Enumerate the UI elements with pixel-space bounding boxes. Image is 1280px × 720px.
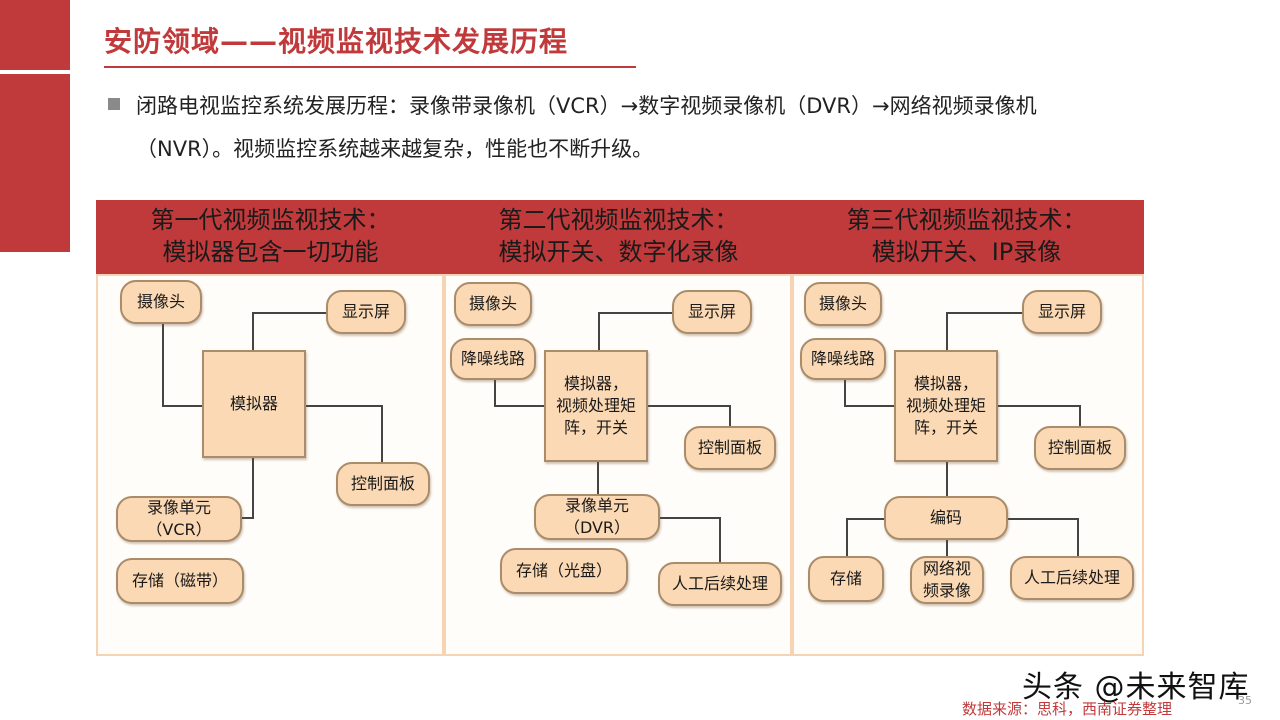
gen1-title: 第一代视频监视技术： 模拟器包含一切功能 (96, 204, 445, 268)
gen3-wire-storage-h (846, 518, 886, 520)
gen2-matrix-line3: 阵，开关 (563, 418, 628, 437)
gen2-wire-display-v (598, 312, 600, 352)
bullet-square-icon (108, 98, 120, 110)
gen3-display-node: 显示屏 (1022, 290, 1102, 334)
gen3-encoder-node: 编码 (884, 496, 1008, 540)
gen3-control-panel-node: 控制面板 (1034, 426, 1126, 470)
gen1-wire-display-h (252, 312, 328, 314)
gen1-simulator-node: 模拟器 (202, 350, 306, 458)
gen3-storage-node: 存储 (808, 556, 884, 602)
gen2-wire-post-v (719, 517, 721, 563)
gen3-wire-encoder-v (946, 462, 948, 496)
gen2-display-node: 显示屏 (672, 290, 752, 334)
gen1-recorder-line2: （VCR） (146, 520, 212, 539)
gen2-manual-processing-node: 人工后续处理 (658, 562, 782, 606)
gen1-recorder-line1: 录像单元 (146, 498, 211, 517)
gen3-matrix-line2: 视频处理矩 (905, 396, 986, 415)
gen3-wire-denoise-h (844, 405, 896, 407)
gen2-matrix-line2: 视频处理矩 (555, 396, 636, 415)
gen2-denoise-node: 降噪线路 (450, 338, 536, 380)
gen1-title-line2: 模拟器包含一切功能 (162, 238, 379, 266)
gen1-wire-recorder-h (240, 517, 254, 519)
gen3-manual-processing-node: 人工后续处理 (1010, 556, 1134, 600)
gen2-recorder-line1: 录像单元 (564, 496, 629, 515)
gen1-wire-control-h (304, 405, 382, 407)
gen3-camera-node: 摄像头 (804, 282, 882, 326)
gen2-title-line1: 第二代视频监视技术： (498, 206, 739, 234)
gen1-recorder-vcr-node: 录像单元 （VCR） (116, 496, 242, 542)
gen2-wire-post-h (658, 517, 720, 519)
gen2-recorder-dvr-node: 录像单元 （DVR） (534, 494, 660, 540)
gen2-recorder-line2: （DVR） (563, 518, 631, 537)
page-title: 安防领域——视频监视技术发展历程 (104, 25, 569, 58)
gen3-matrix-line1: 模拟器， (913, 374, 978, 393)
gen3-wire-post-h (1006, 518, 1078, 520)
gen3-wire-nvr-v (946, 540, 948, 560)
gen1-display-node: 显示屏 (326, 290, 406, 334)
gen2-wire-denoise-h (494, 405, 546, 407)
gen3-wire-denoise-v (844, 376, 846, 406)
gen1-control-panel-node: 控制面板 (336, 462, 430, 506)
gen2-wire-denoise-v (494, 376, 496, 406)
gen3-wire-storage-v (846, 518, 848, 558)
gen3-title: 第三代视频监视技术： 模拟开关、IP录像 (792, 204, 1141, 268)
bullet-text-line-2: （NVR）。视频监控系统越来越复杂，性能也不断升级。 (136, 137, 654, 161)
gen3-matrix-line3: 阵，开关 (913, 418, 978, 437)
source-note: 数据来源：思科，西南证券整理 (962, 700, 1173, 718)
gen1-wire-camera (162, 324, 164, 406)
gen1-wire-control-v (381, 405, 383, 463)
gen3-wire-control-h (996, 405, 1080, 407)
gen2-control-panel-node: 控制面板 (684, 426, 776, 470)
gen2-camera-node: 摄像头 (454, 282, 532, 326)
generation-header-band (96, 200, 1144, 274)
gen3-title-line1: 第三代视频监视技术： (846, 206, 1087, 234)
bullet-text-line-1: 闭路电视监控系统发展历程：录像带录像机（VCR）→数字视频录像机（DVR）→网络… (136, 94, 1037, 118)
gen2-matrix-node: 模拟器， 视频处理矩 阵，开关 (544, 350, 648, 462)
title-underline (104, 66, 636, 68)
gen1-camera-node: 摄像头 (120, 280, 202, 324)
gen3-wire-display-h (946, 312, 1024, 314)
gen2-wire-display-h (598, 312, 674, 314)
gen3-denoise-node: 降噪线路 (800, 338, 886, 380)
gen1-storage-tape-node: 存储（磁带） (116, 558, 244, 604)
watermark-text: 头条 @未来智库 (1022, 670, 1250, 705)
gen3-wire-post-v (1077, 518, 1079, 558)
gen1-wire-display-v (252, 312, 254, 352)
gen2-title-line2: 模拟开关、数字化录像 (498, 238, 739, 266)
gen3-matrix-node: 模拟器， 视频处理矩 阵，开关 (894, 350, 998, 462)
gen3-nvr-node: 网络视 频录像 (910, 556, 984, 604)
gen3-title-line2: 模拟开关、IP录像 (871, 238, 1062, 266)
page-number: 35 (1238, 694, 1252, 707)
gen1-wire-recorder-v (252, 458, 254, 518)
gen3-wire-display-v (946, 312, 948, 352)
gen2-title: 第二代视频监视技术： 模拟开关、数字化录像 (444, 204, 793, 268)
gen2-matrix-line1: 模拟器， (563, 374, 628, 393)
gen1-title-line1: 第一代视频监视技术： (150, 206, 391, 234)
gen2-wire-recorder-v (597, 462, 599, 496)
gen2-storage-disc-node: 存储（光盘） (500, 548, 628, 594)
gen3-nvr-line2: 频录像 (922, 581, 971, 600)
gen3-nvr-line1: 网络视 (922, 559, 971, 578)
accent-bar-left (0, 74, 70, 252)
accent-bar-top (0, 0, 70, 70)
gen2-wire-control-h (646, 405, 730, 407)
gen2-wire-control-v (729, 405, 731, 427)
gen3-wire-control-v (1079, 405, 1081, 427)
gen1-wire-camera-h (162, 405, 202, 407)
